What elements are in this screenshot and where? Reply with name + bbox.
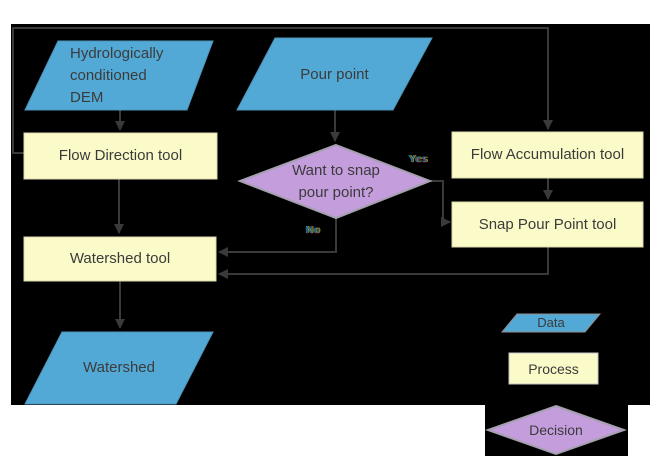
flow-accumulation-label: Flow Accumulation tool <box>470 146 625 163</box>
decision-label: Want to snap pour point? <box>246 149 426 215</box>
flow-direction-label: Flow Direction tool <box>58 147 183 164</box>
watershed-data-shape <box>24 331 214 405</box>
legend-decision-shape <box>484 404 628 456</box>
watershed-tool-label: Watershed tool <box>69 250 171 267</box>
watershed-label: Watershed <box>83 359 155 376</box>
flow-accumulation-process-shape <box>451 131 644 179</box>
edge-label-no: No <box>306 225 321 236</box>
dem-label: Hydrologically conditioned DEM <box>70 43 200 109</box>
dem-label-line1: Hydrologically <box>70 45 164 62</box>
pour-point-data-shape <box>236 37 433 111</box>
edge-label-yes: Yes <box>409 154 429 165</box>
snap-pour-point-label: Snap Pour Point tool <box>478 215 617 233</box>
decision-label-line2: pour point? <box>298 184 374 201</box>
legend-data-label: Data <box>537 314 565 330</box>
connector-decision-yes-to-snap-pour-point <box>430 180 451 227</box>
legend-process-label: Process <box>528 360 579 377</box>
legend-process-shape <box>508 352 599 385</box>
snap-pour-point-process-shape <box>451 201 644 248</box>
connector-snap-pour-point-to-watershed-tool <box>218 247 549 279</box>
connector-decision-no-to-watershed-tool <box>218 218 337 257</box>
decision-label-line1: Want to snap <box>292 162 380 179</box>
decision-diamond-shape <box>237 143 433 220</box>
watershed-tool-process-shape <box>23 236 217 282</box>
legend-decision-label: Decision <box>529 422 583 438</box>
connector-flow-direction-to-flow-accumulation <box>12 27 553 154</box>
dem-label-line3: DEM <box>70 89 104 106</box>
pour-point-label: Pour point <box>300 66 369 83</box>
flow-direction-process-shape <box>23 132 218 180</box>
dem-label-line2: conditioned <box>70 67 147 84</box>
legend-data-shape <box>500 313 602 333</box>
dem-data-shape <box>24 40 214 111</box>
